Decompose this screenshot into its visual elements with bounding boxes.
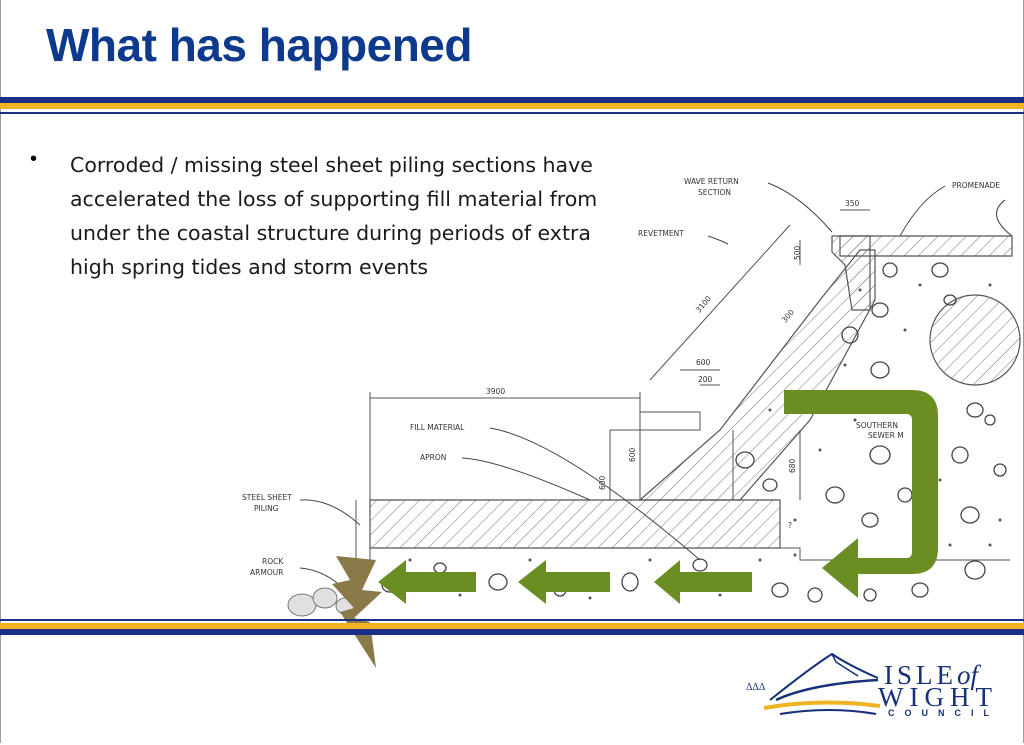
label-promenade: PROMENADE [952, 181, 1000, 190]
bullet-dot: • [30, 148, 38, 170]
dim-3100: 3100 [694, 294, 713, 315]
dim-500: 500 [793, 245, 802, 260]
dim-680: 680 [788, 458, 797, 473]
flow-arrow-3 [654, 560, 752, 604]
svg-text:ΔΔΔ: ΔΔΔ [746, 682, 766, 693]
dim-300: 300 [780, 308, 796, 325]
label-southern-2: SEWER M [868, 431, 904, 440]
flow-arrow-2 [518, 560, 610, 604]
label-wave-return-1: WAVE RETURN [684, 177, 739, 186]
dim-200: 200 [698, 375, 713, 384]
dimension-lines [355, 209, 870, 560]
bottom-rule-gold [0, 623, 1024, 629]
dim-3900: 3900 [486, 387, 505, 396]
logo-isle-text: ISLEof [884, 660, 979, 690]
dim-600b: 600 [628, 447, 637, 462]
wave-return [831, 235, 871, 311]
slide-title: What has happened [46, 19, 472, 71]
gravel-dots [408, 283, 1002, 600]
failure-lightning-icon [332, 556, 382, 668]
label-rock-2: ARMOUR [250, 568, 283, 577]
flow-arrow-bend [784, 390, 938, 598]
top-rule-blue [0, 97, 1024, 103]
logo-council-text: COUNCIL [888, 708, 999, 718]
flow-arrow-1 [378, 560, 476, 604]
dim-350: 350 [845, 199, 860, 208]
label-rock-1: ROCK [262, 557, 284, 566]
label-steel-sheet-2: PILING [254, 504, 279, 513]
erosion-flow-arrows [378, 390, 938, 604]
top-rule-blue-thin [0, 112, 1024, 114]
label-fill-material: FILL MATERIAL [410, 423, 465, 432]
label-revetment: REVETMENT [638, 229, 684, 238]
bottom-rule-blue [0, 629, 1024, 635]
dim-600c: 600 [598, 475, 607, 490]
bullet-text: Corroded / missing steel sheet piling se… [70, 153, 598, 279]
dim-600a: 600 [696, 358, 711, 367]
dim-unknown: ? [788, 521, 792, 530]
council-logo: ΔΔΔ ISLEof WIGHT COUNCIL [740, 648, 1010, 728]
logo-emblem-icon: ΔΔΔ [746, 652, 881, 715]
label-southern-1: SOUTHERN [856, 421, 898, 430]
sewer-main [929, 294, 1021, 386]
logo-wight-text: WIGHT [878, 682, 998, 712]
label-apron: APRON [420, 453, 446, 462]
bullet-item: • Corroded / missing steel sheet piling … [30, 148, 600, 284]
top-rule-gold [0, 103, 1024, 109]
label-wave-return-2: SECTION [698, 188, 731, 197]
bottom-rule-blue-thin [0, 619, 1024, 621]
leader-lines [299, 182, 946, 591]
label-steel-sheet-1: STEEL SHEET [242, 493, 292, 502]
